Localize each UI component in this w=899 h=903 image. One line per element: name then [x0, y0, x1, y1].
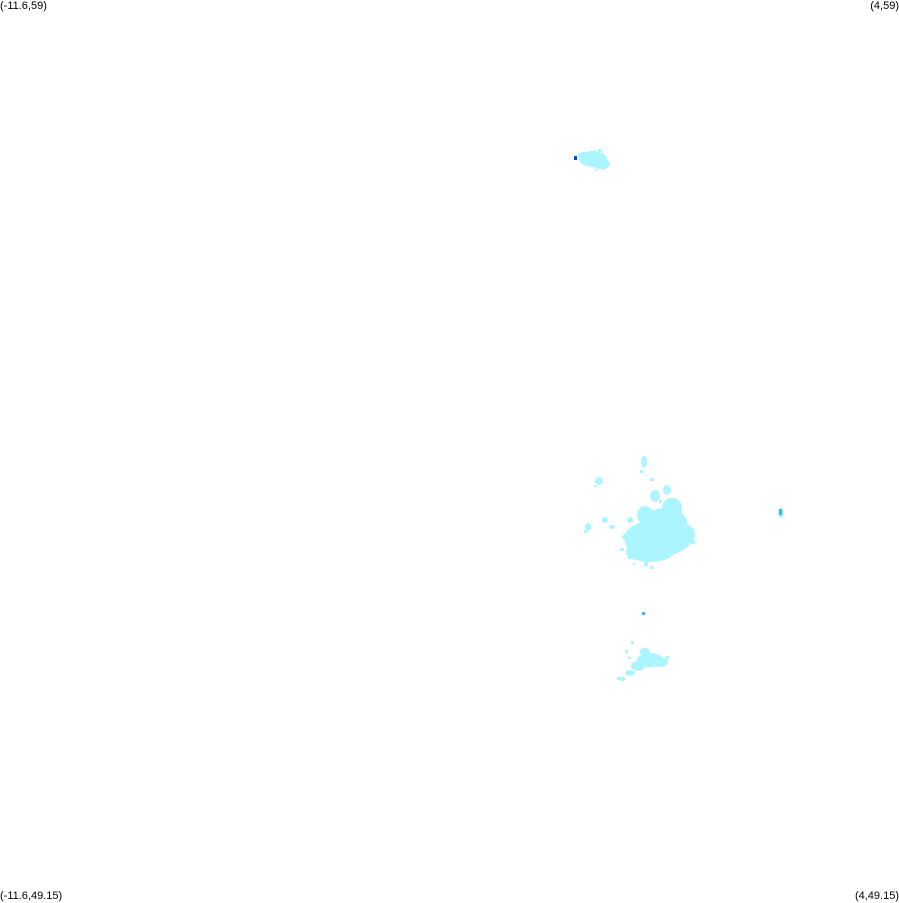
- precip-cell-mid: [642, 612, 645, 615]
- corner-coordinate-bottom-left: (-11.6,49.15): [0, 890, 63, 902]
- corner-coordinate-top-left: (-11.6,59): [0, 0, 47, 12]
- precip-cluster-north: [578, 149, 610, 171]
- corner-coordinate-bottom-right: (4,49.15): [854, 890, 899, 902]
- corner-coordinate-top-right: (4,59): [870, 0, 899, 12]
- precip-cluster-east: [778, 508, 784, 518]
- precip-cell-high: [574, 156, 577, 160]
- precip-cluster-south: [617, 641, 669, 681]
- precip-cluster-central: [584, 456, 695, 569]
